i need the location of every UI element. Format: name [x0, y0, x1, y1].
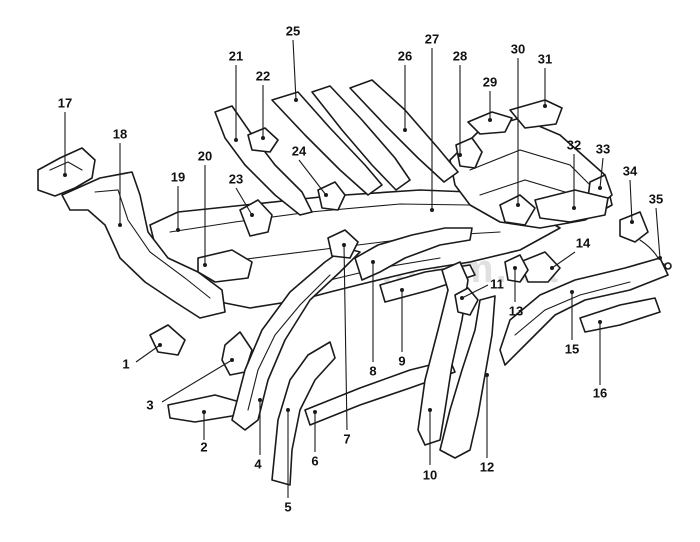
- label-26: 26: [398, 48, 412, 63]
- label-10: 10: [423, 467, 437, 482]
- label-17: 17: [58, 95, 72, 110]
- label-19: 19: [171, 169, 185, 184]
- label-29: 29: [483, 74, 497, 89]
- label-34: 34: [623, 163, 638, 178]
- label-4: 4: [254, 456, 262, 471]
- label-15: 15: [565, 341, 579, 356]
- label-18: 18: [113, 126, 127, 141]
- label-20: 20: [198, 148, 212, 163]
- part-6-sill: [304, 359, 456, 426]
- part-15-rear-side-member: [499, 257, 669, 366]
- part-16-rear-sill: [579, 297, 661, 333]
- label-2: 2: [200, 439, 207, 454]
- label-6: 6: [311, 453, 318, 468]
- label-31: 31: [538, 51, 552, 66]
- part-21-cross-member: [214, 105, 313, 216]
- part-8-wheel-arch: [354, 227, 473, 281]
- label-30: 30: [511, 41, 525, 56]
- label-1: 1: [122, 356, 129, 371]
- part-30-bracket: [499, 194, 536, 226]
- label-13: 13: [509, 303, 523, 318]
- label-27: 27: [425, 31, 439, 46]
- label-9: 9: [398, 353, 405, 368]
- label-11: 11: [490, 276, 504, 291]
- part-32-rear-panel: [534, 189, 609, 223]
- label-32: 32: [567, 137, 581, 152]
- part-31-panel: [509, 99, 563, 129]
- part-11-bracket: [454, 287, 479, 316]
- part-12-pillar: [439, 295, 496, 459]
- part-1-bracket: [149, 324, 186, 356]
- part-14-bracket: [519, 251, 561, 283]
- label-16: 16: [593, 385, 607, 400]
- label-3: 3: [146, 397, 153, 412]
- label-7: 7: [343, 431, 350, 446]
- label-35: 35: [649, 191, 663, 206]
- label-8: 8: [369, 363, 376, 378]
- label-22: 22: [256, 68, 270, 83]
- label-25: 25: [286, 23, 300, 38]
- part-24-bracket: [317, 181, 346, 211]
- part-10-pillar: [417, 261, 469, 446]
- label-24: 24: [292, 143, 307, 158]
- label-21: 21: [229, 48, 243, 63]
- part-labels: 1 2 3 4 5 6 7 8 9 10 11 12 13: [58, 23, 663, 514]
- label-23: 23: [229, 171, 243, 186]
- label-12: 12: [480, 459, 494, 474]
- label-5: 5: [284, 499, 291, 514]
- part-34-bracket: [619, 211, 649, 243]
- label-28: 28: [453, 48, 467, 63]
- part-18-front-pillar: [61, 171, 226, 319]
- label-14: 14: [576, 235, 591, 250]
- part-17-bracket: [37, 147, 96, 197]
- part-28-bracket: [455, 137, 483, 169]
- part-20-front-reinforcement: [197, 249, 253, 283]
- label-33: 33: [596, 141, 610, 156]
- part-25-cross-member: [271, 91, 383, 196]
- cross-member-center: [311, 85, 411, 191]
- part-29-panel: [467, 111, 513, 135]
